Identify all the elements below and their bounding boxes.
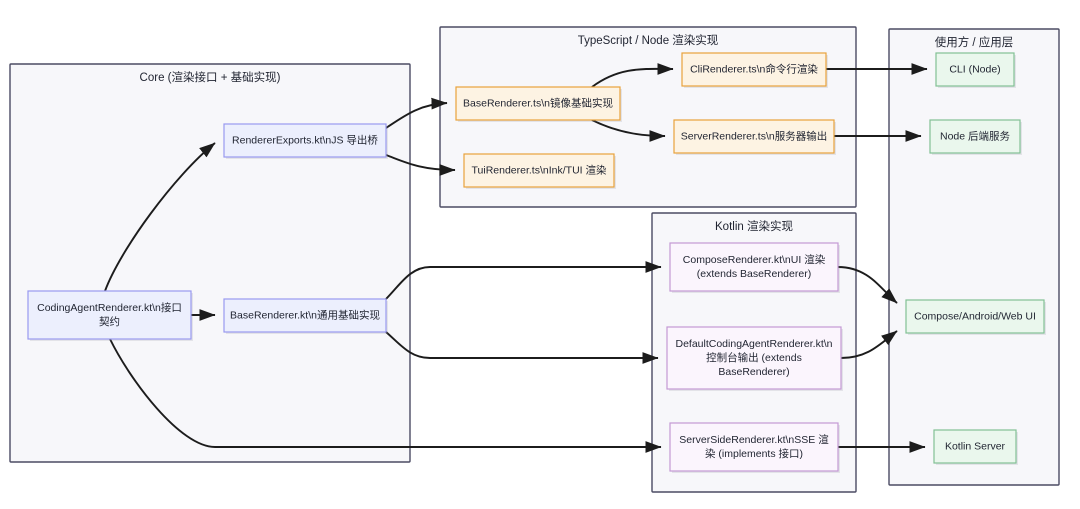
node-label-tui-renderer-ts: TuiRenderer.ts\nInk/TUI 渲染: [472, 163, 607, 176]
edge-coding-agent-renderer-to-server-side-renderer-kt: [109, 338, 662, 453]
edge-default-coding-agent-renderer-kt-to-compose-android-web-ui: [840, 330, 898, 359]
node-node-backend-service[interactable]: Node 后端服务: [929, 119, 1022, 155]
node-label-base-renderer-ts: BaseRenderer.ts\n镜像基础实现: [463, 96, 613, 109]
cluster-core: Core (渲染接口 + 基础实现): [9, 63, 411, 463]
edge-group: [104, 63, 928, 453]
node-base-renderer-ts[interactable]: BaseRenderer.ts\n镜像基础实现: [455, 86, 622, 122]
cluster-title-kt: Kotlin 渲染实现: [715, 219, 793, 233]
node-label-cli-node: CLI (Node): [949, 63, 1000, 75]
node-label-default-coding-agent-renderer-kt: 控制台输出 (extends: [706, 351, 802, 364]
node-tui-renderer-ts[interactable]: TuiRenderer.ts\nInk/TUI 渲染: [463, 153, 616, 189]
node-kotlin-server[interactable]: Kotlin Server: [933, 429, 1018, 465]
node-compose-renderer-kt[interactable]: ComposeRenderer.kt\nUI 渲染 (extends BaseRe…: [669, 242, 840, 293]
cluster-title-ts: TypeScript / Node 渲染实现: [578, 33, 719, 47]
cluster-border-consumer: [888, 28, 1060, 486]
node-label-default-coding-agent-renderer-kt: DefaultCodingAgentRenderer.kt\n: [675, 338, 832, 350]
node-label-compose-android-web-ui: Compose/Android/Web UI: [914, 310, 1036, 322]
edge-base-renderer-ts-to-server-renderer-ts: [591, 119, 666, 142]
cluster-consumer: 使用方 / 应用层: [888, 28, 1060, 486]
edge-base-renderer-ts-to-cli-renderer-ts: [591, 63, 674, 88]
node-base-renderer-kt[interactable]: BaseRenderer.kt\n通用基础实现: [223, 298, 388, 334]
node-box-renderer-exports[interactable]: [223, 123, 387, 158]
node-box-tui-renderer-ts[interactable]: [463, 153, 615, 188]
node-box-base-renderer-ts[interactable]: [455, 86, 621, 121]
edge-base-renderer-kt-to-default-coding-agent-renderer-kt: [385, 331, 659, 364]
edge-base-renderer-kt-to-compose-renderer-kt: [385, 261, 662, 300]
node-label-coding-agent-renderer: CodingAgentRenderer.kt\n接口: [37, 301, 182, 314]
node-server-renderer-ts[interactable]: ServerRenderer.ts\n服务器输出: [673, 119, 836, 155]
node-label-kotlin-server: Kotlin Server: [945, 440, 1006, 452]
edge-compose-renderer-kt-to-compose-android-web-ui: [837, 266, 898, 304]
node-box-cli-renderer-ts[interactable]: [681, 52, 827, 87]
edge-renderer-exports-to-tui-renderer-ts: [385, 154, 456, 176]
node-box-base-renderer-kt[interactable]: [223, 298, 387, 333]
cluster-border-core: [9, 63, 411, 463]
node-label-node-backend-service: Node 后端服务: [940, 129, 1011, 142]
node-label-compose-renderer-kt: (extends BaseRenderer): [697, 268, 811, 280]
node-cli-node[interactable]: CLI (Node): [935, 52, 1016, 88]
node-box-compose-android-web-ui[interactable]: [905, 299, 1045, 334]
node-box-compose-renderer-kt[interactable]: [669, 242, 839, 292]
edge-renderer-exports-to-base-renderer-ts: [385, 97, 448, 129]
node-box-server-renderer-ts[interactable]: [673, 119, 835, 154]
node-server-side-renderer-kt[interactable]: ServerSideRenderer.kt\nSSE 渲染 (implement…: [669, 422, 840, 473]
node-label-compose-renderer-kt: ComposeRenderer.kt\nUI 渲染: [683, 253, 826, 266]
edge-coding-agent-renderer-to-renderer-exports: [104, 142, 216, 292]
cluster-title-consumer: 使用方 / 应用层: [935, 35, 1014, 49]
node-renderer-exports[interactable]: RendererExports.kt\nJS 导出桥: [223, 123, 388, 159]
node-cli-renderer-ts[interactable]: CliRenderer.ts\n命令行渲染: [681, 52, 828, 88]
node-box-server-side-renderer-kt[interactable]: [669, 422, 839, 472]
node-box-default-coding-agent-renderer-kt[interactable]: [666, 326, 842, 390]
node-label-coding-agent-renderer: 契约: [99, 315, 120, 328]
node-label-server-side-renderer-kt: 染 (implements 接口): [705, 447, 803, 460]
node-label-renderer-exports: RendererExports.kt\nJS 导出桥: [232, 133, 378, 146]
node-label-server-side-renderer-kt: ServerSideRenderer.kt\nSSE 渲: [679, 433, 829, 446]
node-box-kotlin-server[interactable]: [933, 429, 1017, 464]
node-box-cli-node[interactable]: [935, 52, 1015, 87]
node-label-server-renderer-ts: ServerRenderer.ts\n服务器输出: [681, 129, 827, 142]
cluster-title-core: Core (渲染接口 + 基础实现): [140, 70, 281, 84]
node-box-coding-agent-renderer[interactable]: [27, 290, 192, 340]
node-box-node-backend-service[interactable]: [929, 119, 1021, 154]
node-label-default-coding-agent-renderer-kt: BaseRenderer): [718, 366, 789, 378]
node-label-cli-renderer-ts: CliRenderer.ts\n命令行渲染: [690, 62, 818, 75]
node-label-base-renderer-kt: BaseRenderer.kt\n通用基础实现: [230, 308, 380, 321]
node-compose-android-web-ui[interactable]: Compose/Android/Web UI: [905, 299, 1046, 335]
